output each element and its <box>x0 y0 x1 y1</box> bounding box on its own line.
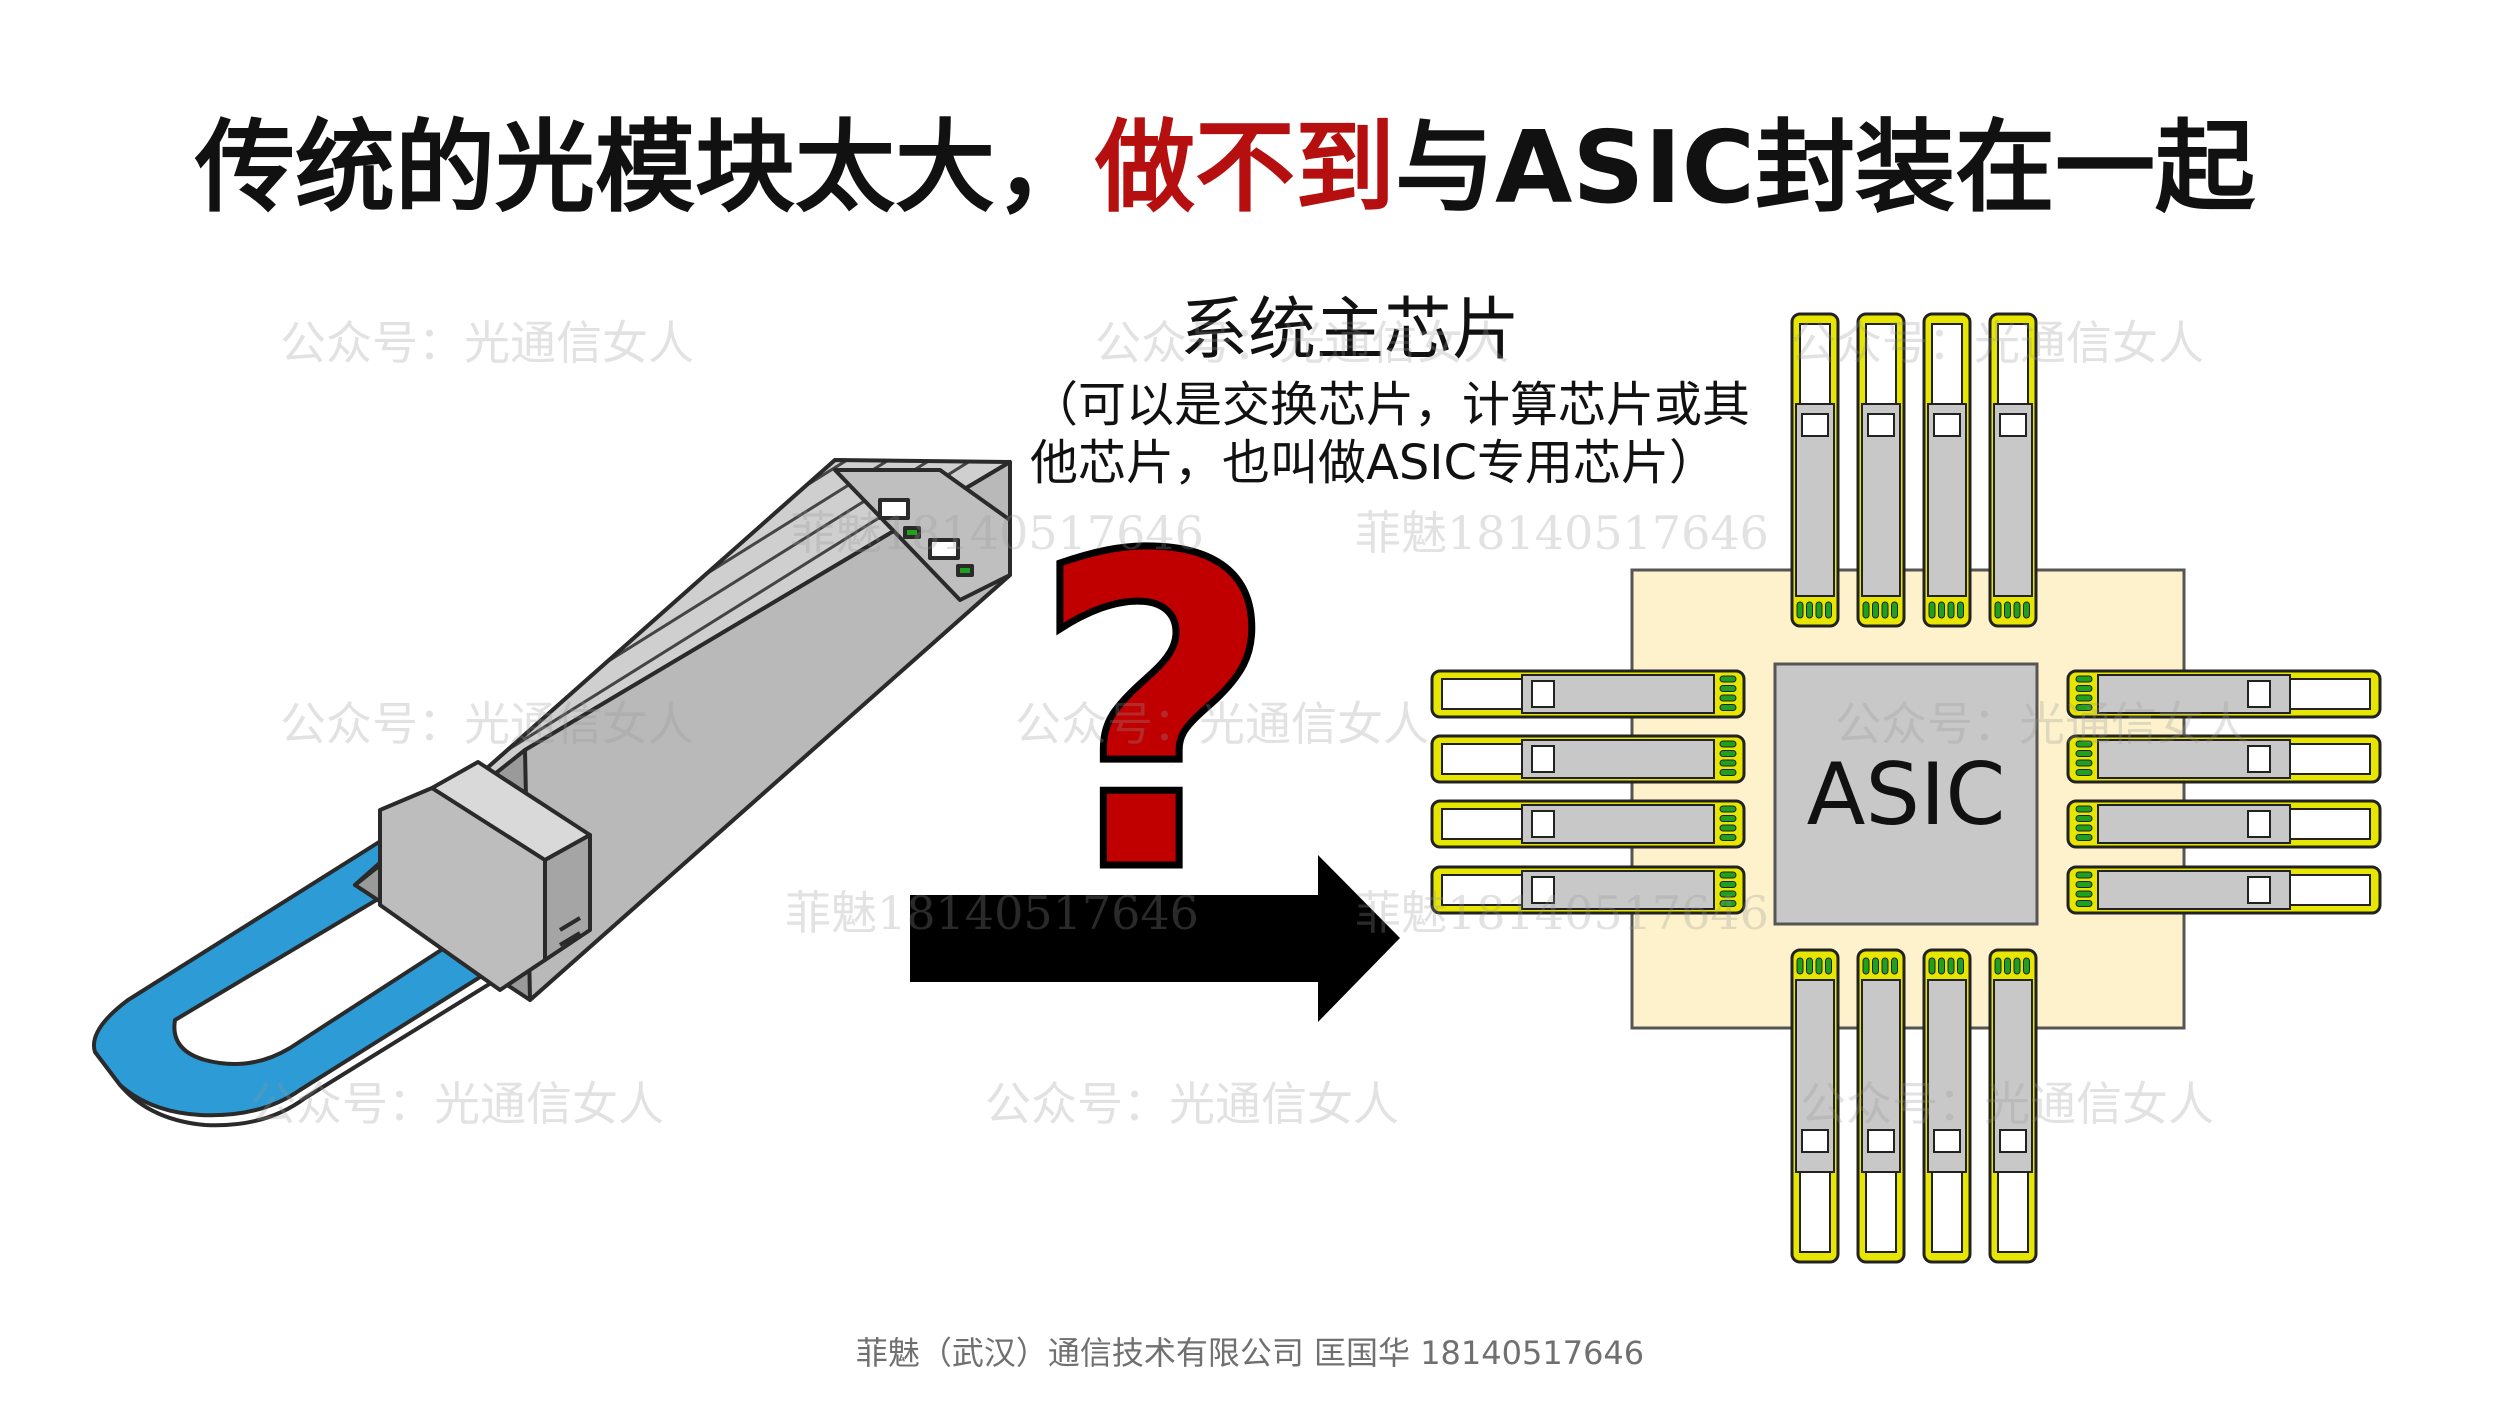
mini-module-icon <box>1430 734 1746 784</box>
title-highlight: 做不到 <box>1095 109 1395 226</box>
mini-module-icon <box>1790 948 1840 1264</box>
asic-label: ASIC <box>1807 745 2006 845</box>
mini-module-icon <box>2066 865 2382 915</box>
asic-die <box>1773 662 2039 926</box>
bottom-module-row <box>1790 948 2038 1264</box>
mini-module-icon <box>2066 799 2382 849</box>
left-module-column <box>1430 669 1746 915</box>
mini-module-icon <box>1922 948 1972 1264</box>
right-module-column <box>2066 669 2382 915</box>
mini-module-icon <box>1856 948 1906 1264</box>
top-module-row <box>1790 312 2038 628</box>
mini-module-icon <box>2066 669 2382 719</box>
mini-module-icon <box>2066 734 2382 784</box>
title-part1: 传统的光模块太大， <box>195 109 1095 226</box>
arrow-right-icon <box>910 855 1400 1022</box>
mini-module-icon <box>1790 312 1840 628</box>
mini-module-icon <box>1988 948 2038 1264</box>
footer-credit: 菲魅（武汉）通信技术有限公司 匡国华 18140517646 <box>855 1334 1645 1372</box>
mini-module-icon <box>1430 799 1746 849</box>
title-part2: 与ASIC封装在一起 <box>1395 109 2256 226</box>
question-mark: ? <box>1030 467 1279 967</box>
mini-module-icon <box>1430 865 1746 915</box>
mini-module-icon <box>1988 312 2038 628</box>
mini-module-icon <box>1922 312 1972 628</box>
mini-module-icon <box>1430 669 1746 719</box>
pluggable-module-icon <box>92 458 1012 1128</box>
chip-title: 系统主芯片 <box>1180 291 1521 370</box>
chip-note: （可以是交换芯片，计算芯片或其他芯片，也叫做ASIC专用芯片） <box>1030 377 1751 491</box>
mini-module-icon <box>1856 312 1906 628</box>
slide-title: 传统的光模块太大，做不到与ASIC封装在一起 <box>195 108 2255 228</box>
